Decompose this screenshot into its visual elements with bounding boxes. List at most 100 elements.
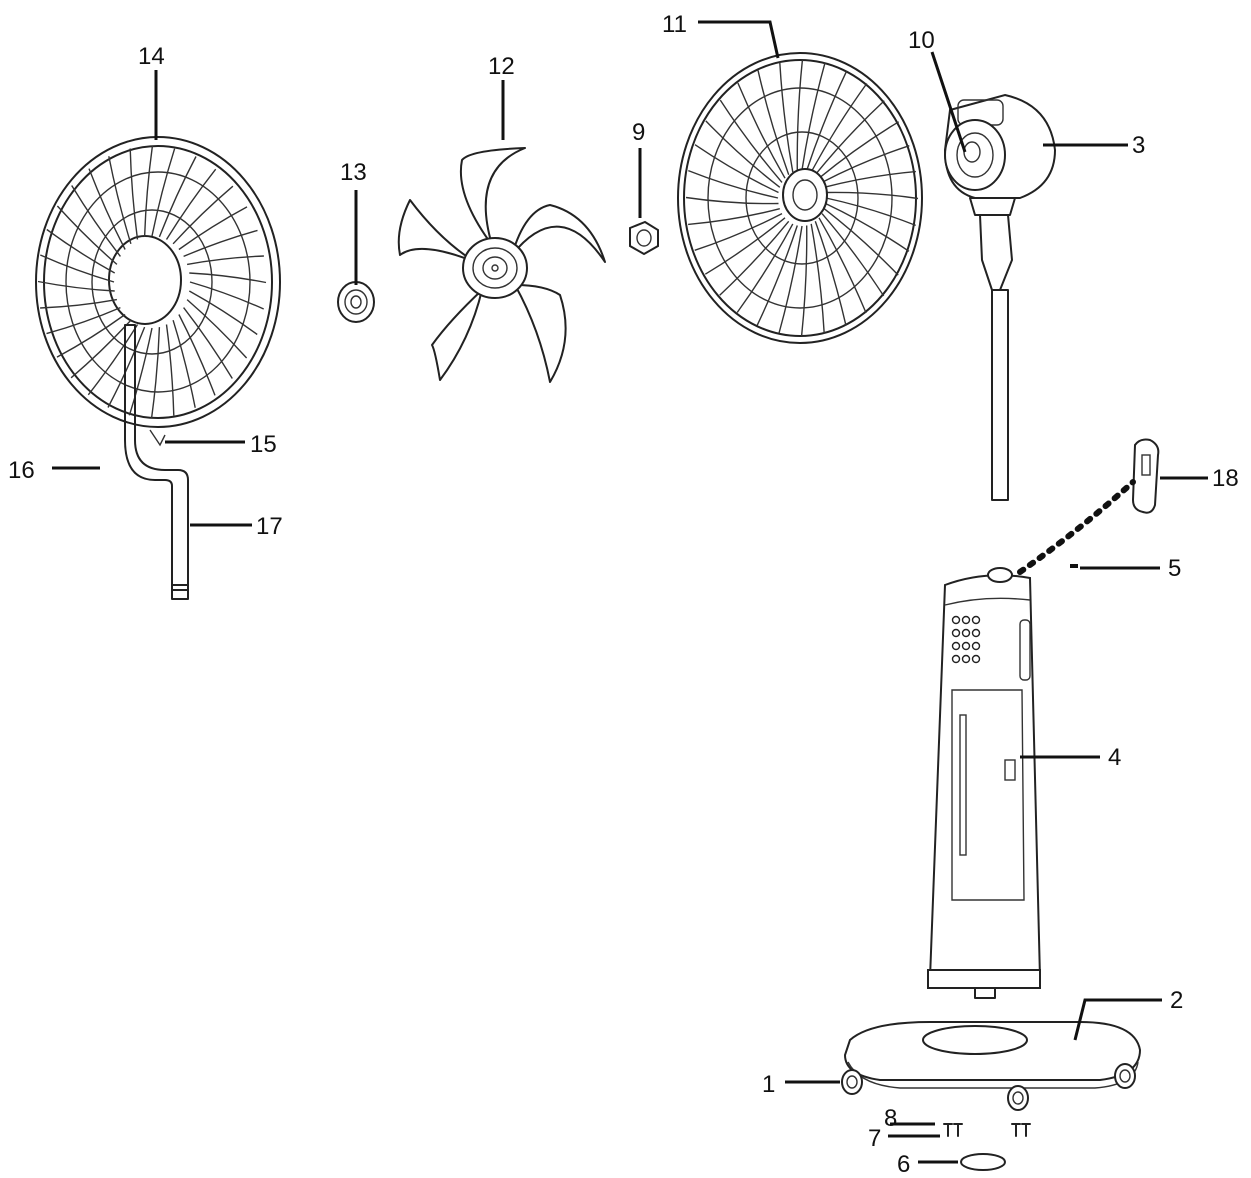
guard-spoke — [825, 191, 919, 200]
guard-spoke — [188, 290, 258, 336]
guard-spoke — [87, 324, 139, 396]
callout-10: 10 — [908, 27, 935, 54]
guard-spoke — [56, 313, 126, 358]
callout-3: 3 — [1132, 132, 1145, 159]
callout-2: 2 — [1170, 987, 1183, 1014]
guard-spoke — [178, 314, 216, 396]
guard-spoke — [172, 319, 196, 408]
callout-18: 18 — [1212, 465, 1239, 492]
guard-spoke — [107, 326, 146, 408]
callout-1: 1 — [762, 1071, 775, 1098]
guard-spoke — [40, 254, 115, 283]
guard-spoke — [756, 225, 798, 326]
guard-spoke — [688, 169, 779, 199]
guard-spoke — [189, 272, 267, 284]
callout-7: 7 — [868, 1125, 881, 1152]
guard-spoke — [823, 208, 899, 276]
guard-spoke — [183, 229, 258, 258]
control-button-icon — [951, 654, 961, 664]
control-button-icon — [951, 641, 961, 651]
guard-spoke — [46, 228, 116, 274]
guard-spoke — [818, 121, 900, 179]
guard-spoke — [704, 217, 786, 275]
guard-spoke — [71, 185, 121, 257]
fan-blade — [397, 147, 606, 383]
guard-spoke — [178, 206, 248, 251]
guard-spoke — [688, 208, 780, 226]
guard-spoke — [128, 327, 153, 416]
guard-spoke — [151, 148, 176, 237]
callout-6: 6 — [897, 1151, 910, 1178]
callout-16: 16 — [8, 457, 35, 484]
guard-spoke — [810, 223, 825, 334]
guard-spoke — [129, 148, 139, 240]
guard-spoke — [186, 255, 264, 266]
tower-column — [927, 567, 1042, 999]
guard-spoke — [825, 202, 910, 252]
guard-spoke — [694, 212, 783, 251]
guard-spoke — [801, 62, 826, 171]
guard-spoke — [88, 168, 126, 250]
leader-lines — [52, 20, 1208, 1164]
front-guard — [677, 52, 923, 344]
control-button-icon — [961, 628, 971, 638]
guard-spoke — [810, 83, 868, 173]
guard-spoke — [800, 225, 808, 337]
castors — [841, 1063, 1136, 1111]
guard-spoke — [719, 220, 790, 296]
callout-11: 11 — [662, 11, 687, 38]
control-button-icon — [971, 628, 981, 638]
callout-8: 8 — [884, 1105, 897, 1132]
control-button-icon — [961, 654, 971, 664]
control-button-icon — [961, 641, 971, 651]
guard-spoke — [821, 213, 885, 297]
guard-spoke — [705, 120, 781, 188]
guard-spoke — [685, 196, 779, 205]
power-cord — [1017, 479, 1136, 575]
guard-spoke — [46, 306, 121, 335]
guard-nut — [629, 220, 659, 256]
callout-labels: 14 12 13 9 11 10 3 15 16 17 18 5 4 2 1 8… — [8, 11, 1239, 1178]
guard-spoke — [40, 298, 118, 309]
guard-spoke — [56, 205, 118, 265]
control-button-icon — [971, 641, 981, 651]
guard-spoke — [143, 145, 154, 237]
control-button-icon — [971, 615, 981, 625]
guard-spoke — [186, 299, 248, 359]
guard-spoke — [737, 82, 786, 179]
guard-neck — [124, 324, 189, 600]
spinner-cap — [337, 281, 375, 323]
remote-control — [1131, 438, 1160, 514]
screws — [943, 1123, 1031, 1137]
guard-spoke — [818, 217, 867, 314]
base-cap — [960, 1153, 1006, 1171]
guard-spoke — [719, 99, 783, 183]
control-button-icon — [951, 615, 961, 625]
guard-spoke — [779, 62, 794, 173]
callout-4: 4 — [1108, 744, 1121, 771]
control-button-icon — [951, 628, 961, 638]
callout-9: 9 — [632, 119, 645, 146]
guard-spoke — [694, 144, 779, 194]
callout-5: 5 — [1168, 555, 1181, 582]
guard-spoke — [165, 324, 175, 416]
guard-spoke — [814, 221, 847, 326]
guard-spoke — [172, 185, 234, 245]
guard-spoke — [158, 156, 197, 238]
guard-spoke — [150, 327, 161, 419]
guard-spoke — [736, 223, 794, 313]
guard-spoke — [814, 100, 885, 176]
base — [843, 1021, 1142, 1089]
guard-spoke — [757, 70, 790, 175]
guard-spoke — [165, 168, 217, 240]
callout-12: 12 — [488, 53, 515, 80]
guard-spoke — [108, 156, 132, 245]
guard-spoke — [806, 70, 848, 171]
guard-spoke — [824, 170, 916, 188]
guard-spoke — [821, 145, 910, 184]
guard-spoke — [189, 281, 264, 310]
control-button-icon — [961, 615, 971, 625]
guard-spoke — [796, 59, 804, 171]
callout-13: 13 — [340, 159, 367, 186]
